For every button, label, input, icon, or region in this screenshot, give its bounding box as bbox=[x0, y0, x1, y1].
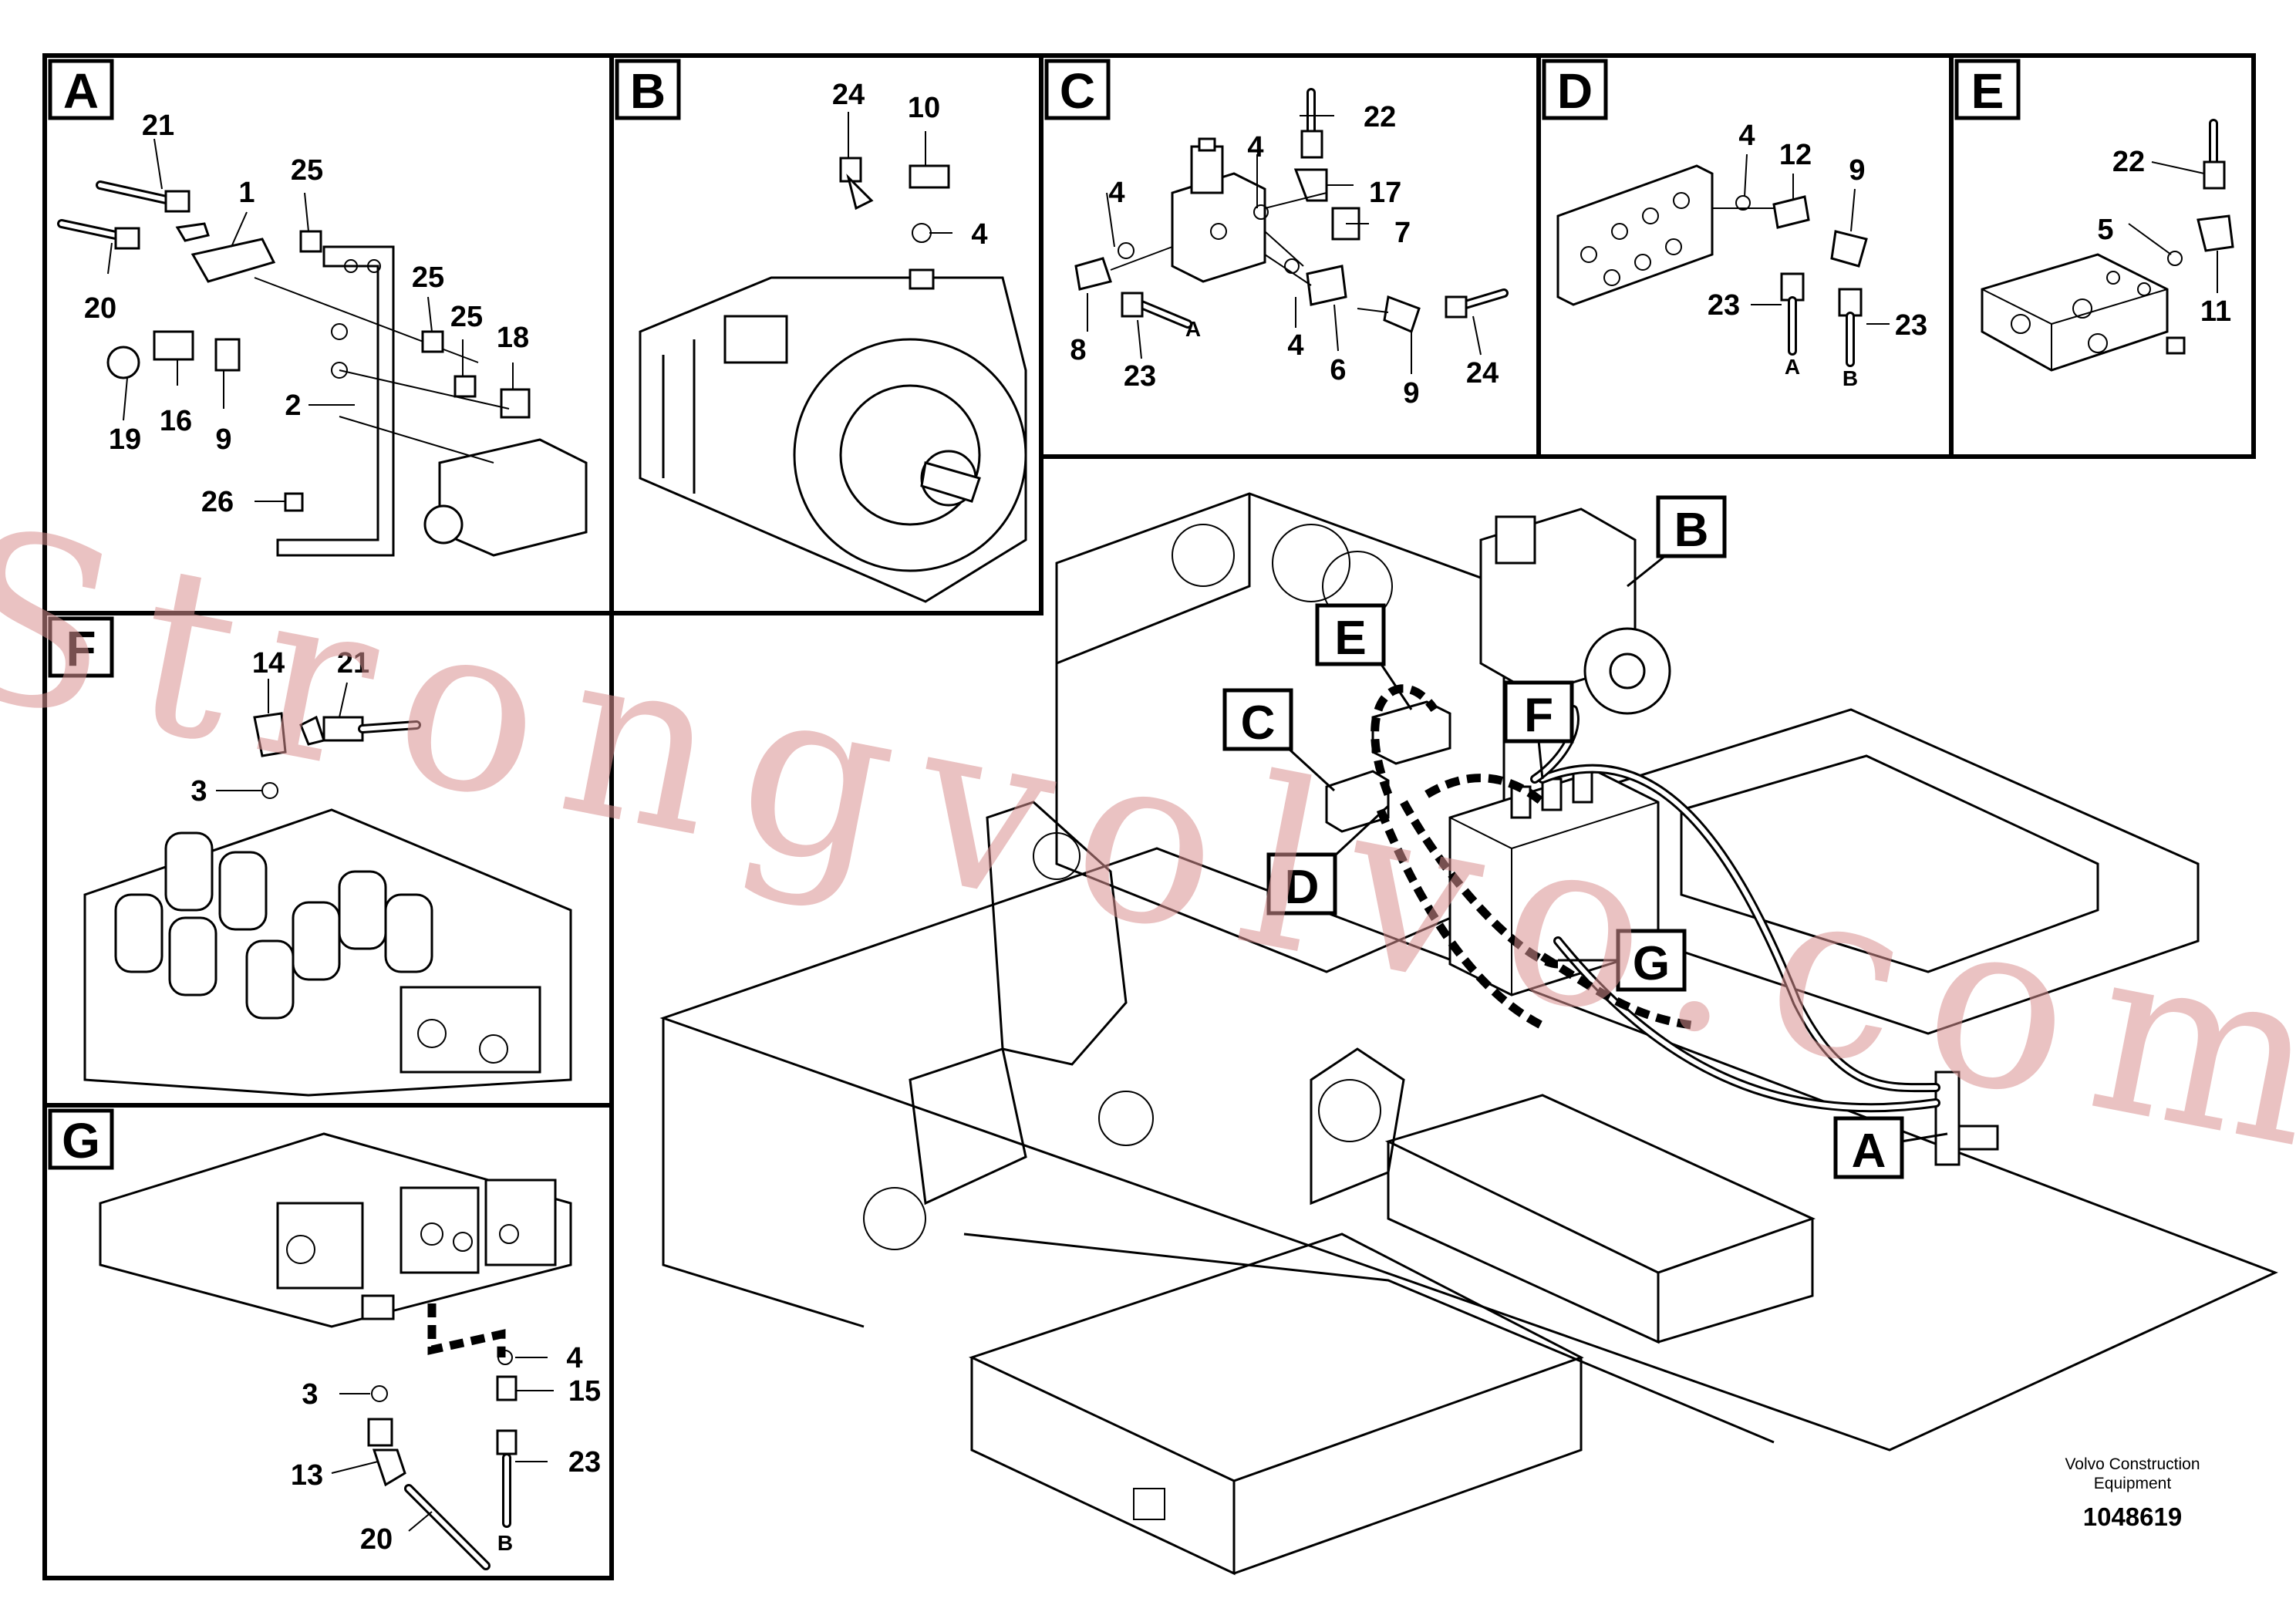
panel-c-callout: 4 bbox=[1247, 131, 1263, 164]
panel-c-frame bbox=[1039, 53, 1541, 459]
panel-e-callout: 22 bbox=[2112, 146, 2145, 178]
panel-e-label: E bbox=[1971, 63, 2004, 119]
panel-f-callout: 3 bbox=[190, 775, 207, 808]
panel-c-callout: 17 bbox=[1369, 177, 1401, 209]
panel-f-content: 14 21 3 bbox=[83, 647, 572, 1097]
panel-d-callout: 4 bbox=[1738, 120, 1755, 152]
panel-f-callout: 14 bbox=[252, 647, 285, 679]
panel-c-callout: 24 bbox=[1466, 357, 1499, 389]
panel-a-label: A bbox=[63, 63, 99, 119]
panel-d-port-label: B bbox=[1843, 366, 1858, 390]
panel-e-callout: 5 bbox=[2097, 214, 2113, 246]
panel-c-callout: 4 bbox=[1287, 329, 1303, 362]
panel-g-callout: 4 bbox=[566, 1342, 582, 1374]
panel-e-content: 22 5 11 bbox=[1981, 119, 2234, 372]
panel-c-callout: 6 bbox=[1330, 354, 1346, 386]
panel-g-content: 4 3 15 13 23 20 B bbox=[99, 1132, 601, 1570]
panel-d-callout: 12 bbox=[1779, 139, 1812, 171]
panel-b-label: B bbox=[630, 63, 666, 119]
panel-a-callout: 20 bbox=[84, 292, 116, 325]
panel-a-callout: 1 bbox=[238, 177, 255, 209]
panel-g-label: G bbox=[62, 1113, 100, 1168]
tag-g: G bbox=[1633, 937, 1670, 990]
panel-a-callout: 21 bbox=[142, 110, 174, 142]
panel-a-callout: 19 bbox=[109, 423, 141, 456]
panel-c-callout: 7 bbox=[1394, 217, 1411, 249]
panel-c-callout: 8 bbox=[1070, 334, 1086, 366]
panel-f-label: F bbox=[66, 621, 96, 676]
panel-b-callout: 10 bbox=[908, 92, 940, 124]
panel-d-label: D bbox=[1557, 63, 1593, 119]
panel-g-callout: 23 bbox=[568, 1446, 601, 1479]
panel-e-callout: 11 bbox=[2200, 295, 2231, 328]
panel-d-port-label: A bbox=[1785, 355, 1800, 379]
panel-d-content: 4 12 9 23 23 A B bbox=[1556, 120, 1927, 390]
panel-a-callout: 26 bbox=[201, 486, 234, 518]
panel-letter-tags: A B C D E F G bbox=[48, 59, 2021, 1170]
main-assembly-drawing bbox=[659, 492, 2278, 1576]
panel-c-callout: 23 bbox=[1124, 360, 1156, 393]
panel-a-callout: 25 bbox=[450, 301, 483, 333]
panel-c-content: 22 4 17 4 7 8 23 A 4 6 9 24 bbox=[1070, 88, 1509, 410]
panel-c-label: C bbox=[1060, 63, 1095, 119]
tag-f: F bbox=[1524, 689, 1553, 742]
tag-a: A bbox=[1852, 1125, 1886, 1178]
panel-b-callout: 4 bbox=[971, 218, 987, 251]
panel-b-content: 24 10 4 bbox=[639, 79, 1027, 603]
panel-c-port-label: A bbox=[1185, 317, 1201, 341]
panel-g-frame bbox=[42, 1103, 614, 1580]
panel-c-callout: 22 bbox=[1364, 101, 1396, 133]
panel-g-port-label: B bbox=[497, 1531, 513, 1555]
panel-a-callout: 16 bbox=[160, 405, 192, 437]
panel-a-callout: 25 bbox=[291, 154, 323, 187]
drawing-number: 1048619 bbox=[2083, 1502, 2182, 1531]
panel-g-callout: 15 bbox=[568, 1375, 601, 1408]
panel-a-content: 21 1 25 20 25 25 18 19 16 9 2 26 bbox=[57, 110, 588, 557]
panel-c-callout: 9 bbox=[1403, 377, 1419, 410]
panel-b-callout: 24 bbox=[832, 79, 865, 111]
panel-d-callout: 9 bbox=[1849, 154, 1865, 187]
panel-g-callout: 13 bbox=[291, 1459, 323, 1492]
panel-a-callout: 25 bbox=[412, 261, 444, 294]
panel-a-callout: 18 bbox=[497, 322, 529, 354]
panel-e-frame bbox=[1949, 53, 2256, 459]
panel-d-callout: 23 bbox=[1895, 309, 1927, 342]
company-name-line1: Volvo Construction bbox=[2065, 1455, 2200, 1473]
solenoid-stack bbox=[114, 831, 433, 1020]
panel-g-callout: 20 bbox=[360, 1523, 393, 1556]
panel-c-callout: 4 bbox=[1108, 177, 1124, 209]
panel-g-callout: 3 bbox=[302, 1378, 318, 1411]
detail-location-tags: B E F C D G A bbox=[1222, 495, 1948, 1179]
tag-c: C bbox=[1241, 696, 1276, 750]
panel-a-callout: 9 bbox=[215, 423, 231, 456]
tag-d: D bbox=[1285, 861, 1320, 914]
company-name-line2: Equipment bbox=[2094, 1475, 2172, 1492]
panel-d-callout: 23 bbox=[1708, 289, 1740, 322]
panel-f-callout: 21 bbox=[337, 647, 369, 679]
tag-e: E bbox=[1334, 612, 1366, 665]
panel-a-callout: 2 bbox=[285, 389, 301, 422]
tag-b: B bbox=[1674, 504, 1709, 557]
drawing-footer: Volvo Construction Equipment 1048619 bbox=[2065, 1455, 2200, 1531]
detail-panels bbox=[42, 53, 2256, 1580]
